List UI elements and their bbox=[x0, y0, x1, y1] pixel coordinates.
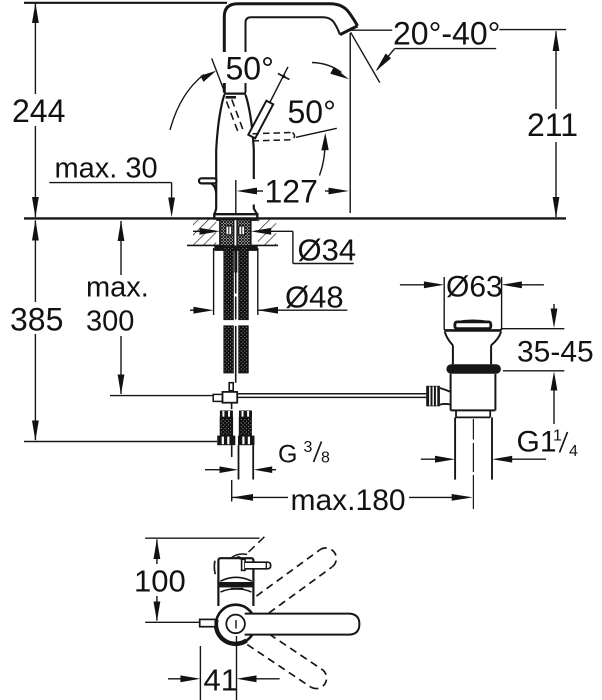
svg-text:Ø63: Ø63 bbox=[446, 271, 503, 304]
svg-text:G: G bbox=[278, 440, 297, 468]
svg-text:50°: 50° bbox=[288, 94, 336, 130]
svg-text:244: 244 bbox=[12, 93, 65, 129]
svg-text:8: 8 bbox=[321, 449, 330, 466]
svg-text:Ø34: Ø34 bbox=[298, 233, 357, 268]
svg-text:100: 100 bbox=[134, 564, 186, 599]
svg-text:41: 41 bbox=[204, 663, 238, 698]
svg-text:4: 4 bbox=[569, 443, 578, 460]
svg-text:max.180: max.180 bbox=[291, 484, 406, 517]
svg-text:127: 127 bbox=[265, 174, 318, 210]
svg-text:50°: 50° bbox=[226, 51, 274, 87]
svg-text:Ø48: Ø48 bbox=[285, 280, 344, 315]
svg-text:35-45: 35-45 bbox=[517, 336, 594, 369]
svg-text:1: 1 bbox=[553, 428, 562, 445]
svg-text:3: 3 bbox=[304, 439, 313, 456]
svg-text:G1: G1 bbox=[517, 426, 557, 459]
svg-text:max.: max. bbox=[86, 272, 149, 304]
svg-text:20°-40°: 20°-40° bbox=[393, 16, 500, 52]
svg-text:211: 211 bbox=[527, 107, 578, 143]
svg-text:385: 385 bbox=[10, 302, 63, 338]
svg-text:max. 30: max. 30 bbox=[55, 153, 158, 185]
svg-text:300: 300 bbox=[86, 306, 134, 338]
